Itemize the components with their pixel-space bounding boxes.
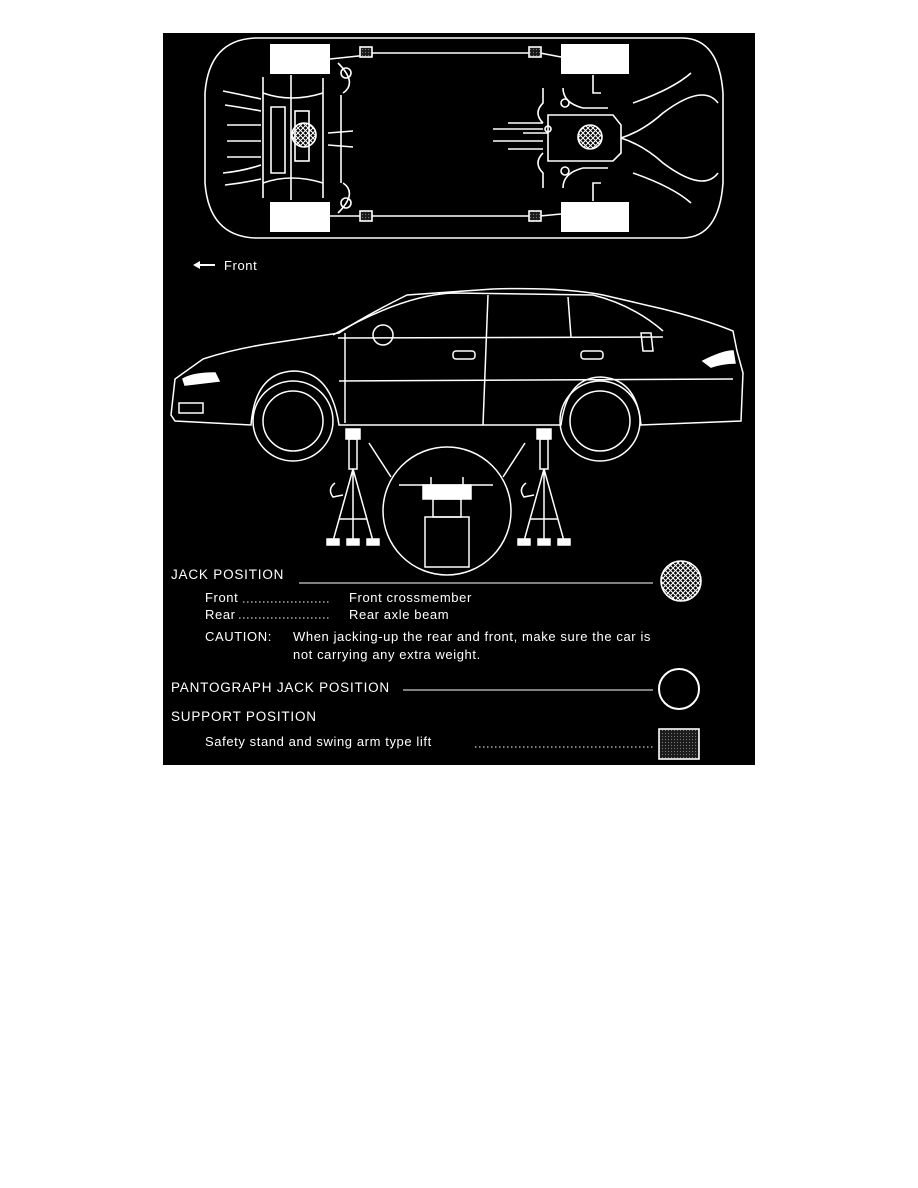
support-heading: SUPPORT POSITION [171,709,317,724]
caution-text-line2: not carrying any extra weight. [293,647,481,662]
support-point [359,46,373,58]
wheel-rear-right [561,202,629,232]
front-jack-point [291,122,317,148]
underside-view [204,37,724,239]
detail-magnifier [368,442,526,576]
caution-label: CAUTION: [205,629,272,644]
wheel-rear-left [561,44,629,74]
jack-rear-location: Rear axle beam [349,607,450,622]
side-view [170,287,744,576]
pantograph-heading: PANTOGRAPH JACK POSITION [171,680,394,696]
front-label: Front [224,258,258,273]
front-arrow-icon [193,261,215,269]
caution-text-line1: When jacking-up the rear and front, make… [293,629,652,644]
rear-wheel [559,380,641,462]
support-point [359,210,373,222]
jack-position-symbol [660,560,702,602]
wheel-front-left [270,44,330,74]
jack-front-location: Front crossmember [349,590,472,605]
wheel-front-right [270,202,330,232]
safety-stand-right [517,428,571,546]
pantograph-symbol [658,668,700,710]
jack-position-heading: JACK POSITION [171,567,285,582]
diagram-art [170,37,744,760]
rear-jack-point [577,124,603,150]
front-wheel [252,380,334,462]
safety-stand-left [326,428,380,546]
support-point [528,210,542,222]
jack-rear-part: Rear [205,607,238,623]
jack-front-part: Front [205,590,241,606]
jacking-diagram-panel: Front JACK POSITION Front Front crossmem… [163,33,755,765]
support-item: Safety stand and swing arm type lift [205,734,435,750]
support-position-symbol [658,728,700,760]
support-point [528,46,542,58]
